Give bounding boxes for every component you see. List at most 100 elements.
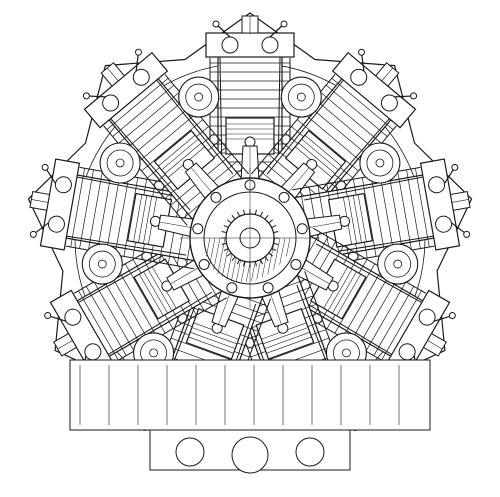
gear-tooth [223,247,229,252]
cooling-fin [388,172,404,252]
accessory-housing [377,243,419,285]
accessory-bore [88,250,116,278]
cooling-fin [118,91,180,144]
cooling-fin [88,171,103,251]
cooling-fin [96,172,112,252]
piston-ring [304,135,342,167]
link-rod-pin [226,282,238,294]
accessory-bore [106,149,134,177]
cooling-fin [361,177,377,257]
rocker-pivot [280,20,288,28]
link-rod-pin [262,282,274,294]
accessory-shaft [342,348,351,358]
cooling-fin [129,105,192,158]
gear-tooth [271,224,277,229]
cooling-fin [320,91,382,144]
cooling-fin [350,272,391,343]
accessory-bore [185,83,213,111]
valve-intake [221,36,239,54]
gear-tooth [243,261,246,267]
cooling-fin [85,286,127,356]
cooling-fin [314,98,376,151]
link-rod-pin [198,259,210,270]
piston-ring [138,195,148,243]
piston-ring [191,327,238,345]
cooling-fin [357,277,399,347]
piston-ring [266,336,312,354]
accessory-bore [287,83,315,111]
fin-edge-left [313,227,427,294]
cooling-fin [296,119,359,172]
rocker-pivot [451,163,459,171]
hatch-line [213,237,221,271]
gear-tooth [254,209,257,215]
cooling-fin [415,168,430,248]
cooling-fin [114,175,130,255]
spark-plug-axis [381,67,393,82]
link-rod-pin [278,191,290,203]
gear-tooth [268,252,273,257]
piston-ring [262,327,309,345]
cooling-fin [397,171,412,251]
spark-plug-axis [107,67,119,82]
gear-tooth [223,224,229,229]
cooling-fin [365,281,407,352]
pushrod-tube [110,118,191,211]
gear-tooth [259,259,264,265]
cooling-fin [123,177,139,257]
rocker-pivot [212,20,220,28]
valve-exhaust [398,343,416,361]
accessory-housing [359,142,401,184]
lower-port-center [231,436,269,474]
piston-ring [147,269,173,311]
gear-tooth [231,215,236,220]
accessory-shaft [97,259,107,269]
rocker-pivot [448,312,456,320]
link-rod-pin [192,223,204,235]
cooling-fin [78,290,119,361]
cooling-fin [106,77,169,130]
link-rod-pin [290,259,302,270]
lower-port-right [295,437,325,467]
cylinder-head [205,32,295,58]
gear-tooth [243,209,246,215]
cooling-fin [379,174,395,254]
valve-intake [418,308,436,326]
cooling-fin [342,268,383,338]
pushrod-tube [315,243,422,303]
spark-plug-axis [57,340,73,350]
fin-edge-right [164,74,249,175]
gear-tooth [236,259,241,265]
piston-ring [336,274,361,316]
rocker-pivot [134,48,142,56]
rocker-pivot [29,230,37,238]
gear-tooth [273,242,279,245]
accessory-housing [280,76,322,118]
valve-exhaust [261,36,279,54]
hatch-line [286,237,291,257]
cooling-fin [381,290,422,361]
pushrod-tube [107,291,213,355]
cooling-fin [112,84,175,137]
gear-tooth [273,231,279,234]
piston-ring [188,336,234,354]
fin-edge-left [292,166,421,191]
accessory-shaft [115,158,125,168]
piston-ring [352,195,362,243]
accessory-shaft [393,259,403,269]
gear-tooth [268,219,273,224]
gear-tooth [221,231,227,234]
piston-ring [133,194,143,242]
piston-ring [357,194,367,242]
crankshaft-hub [180,168,320,308]
cooling-fin [79,169,94,249]
cooling-fin [373,286,415,356]
fin-edge-left [113,297,227,364]
engine-base [69,359,431,474]
piston-ring [158,135,196,167]
piston-ring [161,138,199,171]
cooling-fin [117,268,158,338]
link-rod-pin [210,191,222,203]
cooling-fin [331,77,394,130]
